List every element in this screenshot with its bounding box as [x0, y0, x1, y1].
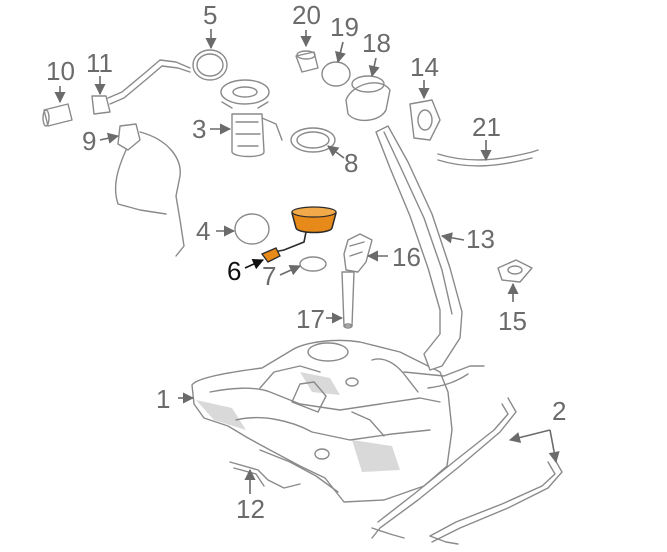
callout-1: 1 — [156, 384, 170, 414]
callout-7: 7 — [262, 261, 276, 291]
clamp-ring-part[interactable] — [321, 61, 351, 87]
cap-grommet-part[interactable] — [497, 259, 533, 283]
leader-2a — [508, 429, 551, 443]
leader-19 — [335, 41, 346, 64]
callout-16: 16 — [392, 242, 421, 272]
brace-part[interactable] — [437, 149, 539, 167]
vent-tube-part[interactable] — [341, 271, 355, 329]
leader-18 — [368, 57, 380, 78]
callout-9: 9 — [82, 126, 96, 156]
callout-4: 4 — [196, 216, 210, 246]
callout-20: 20 — [292, 0, 321, 30]
leader-2b — [548, 429, 560, 464]
lock-ring-part[interactable] — [192, 49, 228, 81]
callout-17: 17 — [296, 304, 325, 334]
leader-6 — [244, 258, 265, 270]
callout-18: 18 — [362, 28, 391, 58]
leader-13 — [440, 232, 465, 244]
callout-10: 10 — [46, 56, 75, 86]
filler-neck-part[interactable] — [375, 125, 463, 371]
callout-3: 3 — [192, 114, 206, 144]
callout-19: 19 — [330, 12, 359, 42]
leader-7 — [279, 265, 302, 276]
seal-ring-part[interactable] — [234, 213, 270, 245]
hose-line-part[interactable] — [229, 461, 301, 489]
callout-6: 6 — [227, 256, 241, 286]
callout-13: 13 — [466, 224, 495, 254]
gasket-part[interactable] — [290, 127, 336, 153]
fuel-tank-part[interactable] — [191, 339, 485, 503]
leader-lines — [54, 29, 560, 494]
o-ring-part[interactable] — [299, 256, 327, 272]
fuel-pump-module-part[interactable] — [220, 79, 283, 158]
filler-housing-part[interactable] — [409, 99, 441, 141]
callout-5: 5 — [203, 0, 217, 30]
callout-labels: 1 2 3 4 5 6 7 8 9 10 11 12 13 14 15 16 1… — [46, 0, 566, 524]
callout-14: 14 — [410, 52, 439, 82]
callout-2: 2 — [552, 396, 566, 426]
fuel-filter-part[interactable] — [42, 103, 73, 127]
callout-12: 12 — [236, 494, 265, 524]
hose-elbow-part[interactable] — [343, 233, 373, 273]
leader-9 — [99, 132, 120, 144]
callout-21: 21 — [472, 112, 501, 142]
fuel-level-sender-part[interactable] — [260, 206, 337, 263]
leader-8 — [327, 145, 345, 159]
callout-15: 15 — [498, 306, 527, 336]
valve-bracket-part[interactable] — [114, 123, 185, 257]
callout-8: 8 — [344, 148, 358, 178]
callout-11: 11 — [86, 48, 113, 78]
filler-cap-part[interactable] — [295, 50, 319, 73]
connector-line-part[interactable] — [91, 59, 191, 115]
filler-boot-part[interactable] — [345, 75, 391, 121]
tank-strap-part[interactable] — [371, 397, 563, 545]
